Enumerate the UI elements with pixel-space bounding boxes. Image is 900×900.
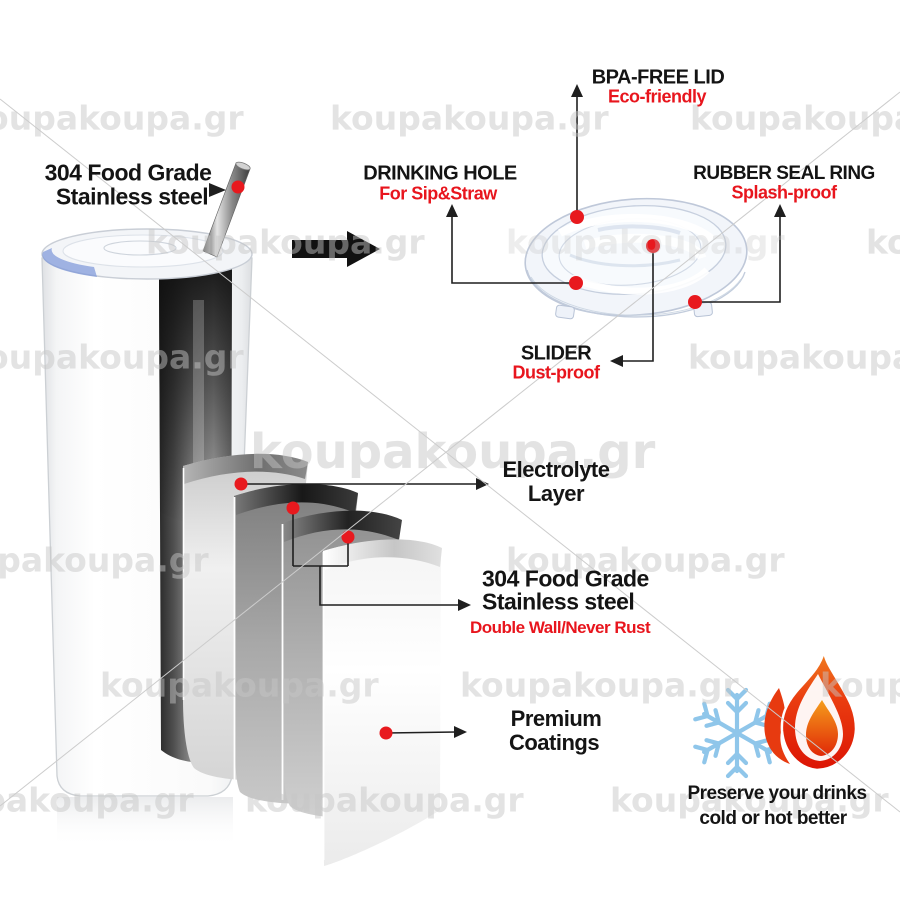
rubber-seal-ring-label: RUBBER SEAL RING [693,163,875,184]
premium-coatings-line2: Coatings [508,730,600,755]
wall-layers [182,453,442,866]
straw-label-line2: Stainless steel [55,183,209,210]
layer-1-fold [183,453,308,484]
lid-slider-detail [103,240,177,256]
fire-left-tongue [764,688,790,764]
steel-label-line2: Stainless steel [482,588,635,615]
tumbler-lid-inner [62,234,224,268]
preserve-line2: cold or hot better [699,808,847,829]
drinking-hole-label: DRINKING HOLE [363,162,517,185]
layer-4 [323,540,441,866]
steel-label-sub: Double Wall/Never Rust [470,618,651,637]
rubber-seal-ring-sub: Splash-proof [731,182,838,203]
callout-lines [241,96,781,734]
lid-highlight-3 [583,233,707,260]
lid-shade-2 [597,224,681,235]
lid-highlight-1 [558,213,715,243]
lid-bottom-rim [526,269,746,318]
bpa-free-lid-sub: Eco-friendly [607,86,707,107]
drinking-hole-sub: For Sip&Straw [379,183,497,204]
straw-top [235,161,251,171]
lid-highlight-2 [570,267,710,295]
electrolyte-label-line1: Electrolyte [502,457,611,482]
tumbler-reflection [57,797,233,847]
callout-arrowheads [209,84,786,738]
layer-3-fold [282,510,402,542]
premium-coatings-line1: Premium [510,706,602,731]
electrolyte-label-line2: Layer [527,481,585,506]
steel-label-line1: 304 Food Grade [482,565,649,592]
snowflake-icon [695,687,778,776]
lid-blue-tint [42,248,97,277]
lid-shade-1 [569,253,681,268]
layer-2-fold [234,483,358,515]
lid-tab-1 [555,304,575,320]
layer-4-fold [323,539,442,570]
lid-bottom-rim-2 [530,276,742,316]
slider-sub: Dust-proof [512,362,600,383]
fire-icon [764,650,858,772]
straw-label-line1: 304 Food Grade [44,159,212,186]
transition-arrow [292,231,380,267]
preserve-line1: Preserve your drinks [687,783,867,804]
slider-label: SLIDER [520,342,592,365]
bpa-free-lid-label: BPA-FREE LID [591,66,725,89]
red-markers [231,180,702,740]
tumbler [41,161,253,847]
fire-inner-flame [806,700,838,756]
